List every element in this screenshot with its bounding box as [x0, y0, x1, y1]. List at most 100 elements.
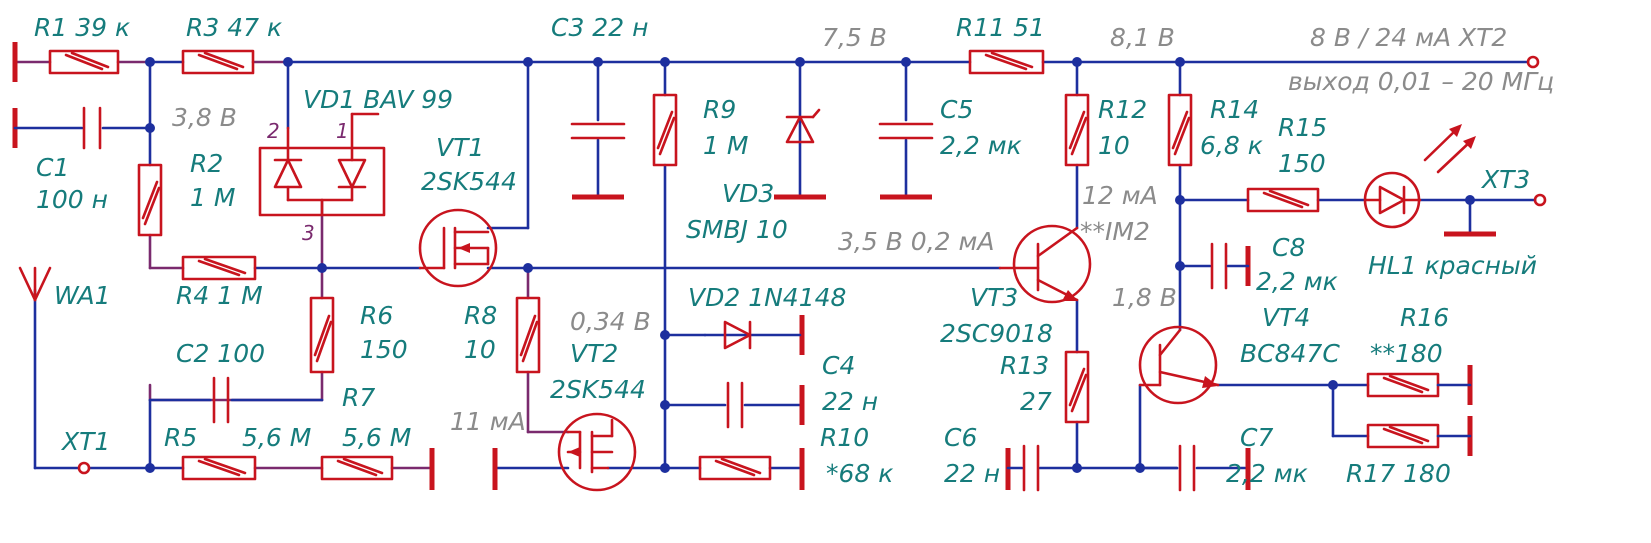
label-v81: 8,1 В — [1110, 23, 1175, 52]
label-vt1t: 2SK544 — [421, 167, 517, 196]
label-c2: C2 100 — [176, 339, 265, 368]
label-vt1: VT1 — [436, 133, 484, 162]
label-c8: C8 — [1272, 233, 1305, 262]
label-r16v: **180 — [1370, 339, 1443, 368]
resistor-r7 — [320, 455, 394, 481]
label-r16: R16 — [1400, 303, 1449, 332]
label-r10: R10 — [820, 423, 869, 452]
label-v75: 7,5 В — [822, 23, 887, 52]
label-v18: 1,8 В — [1112, 283, 1177, 312]
resistor-r3 — [181, 49, 255, 75]
label-c7: C7 — [1240, 423, 1273, 452]
label-vt3: VT3 — [970, 283, 1018, 312]
label-r6v: 150 — [360, 335, 408, 364]
label-r13v: 27 — [1020, 387, 1052, 416]
label-pin3: 3 — [302, 221, 315, 245]
label-c4v: 22 н — [822, 387, 878, 416]
label-v034: 0,34 В — [570, 307, 651, 336]
label-vd1: VD1 BAV 99 — [303, 85, 453, 114]
connector-xt2 — [1526, 55, 1540, 69]
label-hl1: HL1 красный — [1368, 251, 1537, 280]
label-r12v: 10 — [1098, 131, 1130, 160]
label-r4: R4 1 М — [176, 281, 263, 310]
connector-xt3 — [1533, 193, 1547, 207]
label-pin1: 1 — [336, 119, 349, 143]
capacitor-c1 — [13, 106, 102, 150]
label-r7: R7 — [342, 383, 375, 412]
resistor-r8 — [515, 296, 541, 374]
label-c3: C3 22 н — [551, 13, 648, 42]
label-i12: 12 мА — [1082, 181, 1158, 210]
resistor-r1 — [48, 49, 120, 75]
label-vt4t: BC847C — [1240, 339, 1340, 368]
label-r8v: 10 — [464, 335, 496, 364]
resistor-r11 — [968, 49, 1045, 75]
label-r14: R14 — [1210, 95, 1259, 124]
label-v38: 3,8 В — [172, 103, 237, 132]
label-r1: R1 39 к — [34, 13, 130, 42]
label-v35: 3,5 В 0,2 мА — [838, 227, 994, 256]
ground-bars — [12, 42, 1496, 490]
capacitor-c6 — [1006, 444, 1040, 492]
label-r9: R9 — [703, 95, 736, 124]
resistor-r15 — [1246, 187, 1320, 213]
label-out: выход 0,01 – 20 МГц — [1288, 67, 1554, 96]
resistor-r16 — [1366, 372, 1472, 398]
label-r9v: 1 М — [703, 131, 748, 160]
label-xt1: XT1 — [60, 427, 110, 456]
resistor-r14 — [1167, 93, 1193, 167]
label-r7v: 5,6 М — [342, 423, 411, 452]
wires — [13, 60, 1537, 470]
diode-vd2 — [703, 320, 802, 350]
label-r5v: 5,6 М — [242, 423, 311, 452]
label-xt3: XT3 — [1480, 165, 1530, 194]
label-r10v: *68 к — [826, 459, 893, 488]
label-c5: C5 — [940, 95, 973, 124]
label-r2: R2 — [190, 149, 223, 178]
label-c6: C6 — [944, 423, 977, 452]
diode-pair-vd1 — [258, 112, 386, 217]
labels: R1 39 к R3 47 к C3 22 н 7,5 В R11 51 8,1… — [34, 13, 1554, 488]
label-r6: R6 — [360, 301, 393, 330]
label-r15: R15 — [1278, 113, 1327, 142]
label-r3: R3 47 к — [186, 13, 282, 42]
label-wa1: WA1 — [54, 281, 110, 310]
resistor-r9 — [652, 93, 678, 167]
junction-dots — [145, 57, 1475, 473]
resistor-r13 — [1064, 350, 1090, 424]
mosfet-vt2 — [557, 412, 637, 492]
capacitor-c2 — [212, 376, 230, 424]
bjt-vt3 — [998, 224, 1092, 304]
label-r8: R8 — [464, 301, 497, 330]
connector-xt1 — [77, 461, 91, 475]
resistor-r2 — [137, 163, 163, 237]
label-i11: 11 мА — [450, 407, 526, 436]
label-c1: C1 — [36, 153, 69, 182]
antenna-wa1 — [18, 266, 52, 302]
label-vt2t: 2SK544 — [550, 375, 646, 404]
capacitor-c7 — [1178, 444, 1196, 492]
resistor-r4 — [181, 255, 257, 281]
label-r13: R13 — [1000, 351, 1049, 380]
label-xt2: 8 В / 24 мА XT2 — [1310, 23, 1507, 52]
label-c1v: 100 н — [36, 185, 108, 214]
label-r11: R11 51 — [956, 13, 1045, 42]
label-vt3t: 2SC9018 — [940, 319, 1053, 348]
capacitor-c5 — [878, 122, 934, 140]
capacitor-c8 — [1210, 242, 1250, 290]
label-c6v: 22 н — [944, 459, 1000, 488]
resistor-r6 — [309, 296, 335, 374]
label-vt2: VT2 — [570, 339, 618, 368]
label-vd2: VD2 1N4148 — [688, 283, 846, 312]
label-c4: C4 — [822, 351, 855, 380]
label-c5v: 2,2 мк — [940, 131, 1022, 160]
label-vt4: VT4 — [1262, 303, 1310, 332]
led-hl1 — [1363, 124, 1476, 229]
resistor-r5 — [181, 455, 257, 481]
bjt-vt4 — [1138, 325, 1220, 405]
label-vd3t: SMBJ 10 — [686, 215, 788, 244]
label-c7v: 2,2 мк — [1226, 459, 1308, 488]
label-pin2: 2 — [267, 119, 280, 143]
label-r12: R12 — [1098, 95, 1147, 124]
